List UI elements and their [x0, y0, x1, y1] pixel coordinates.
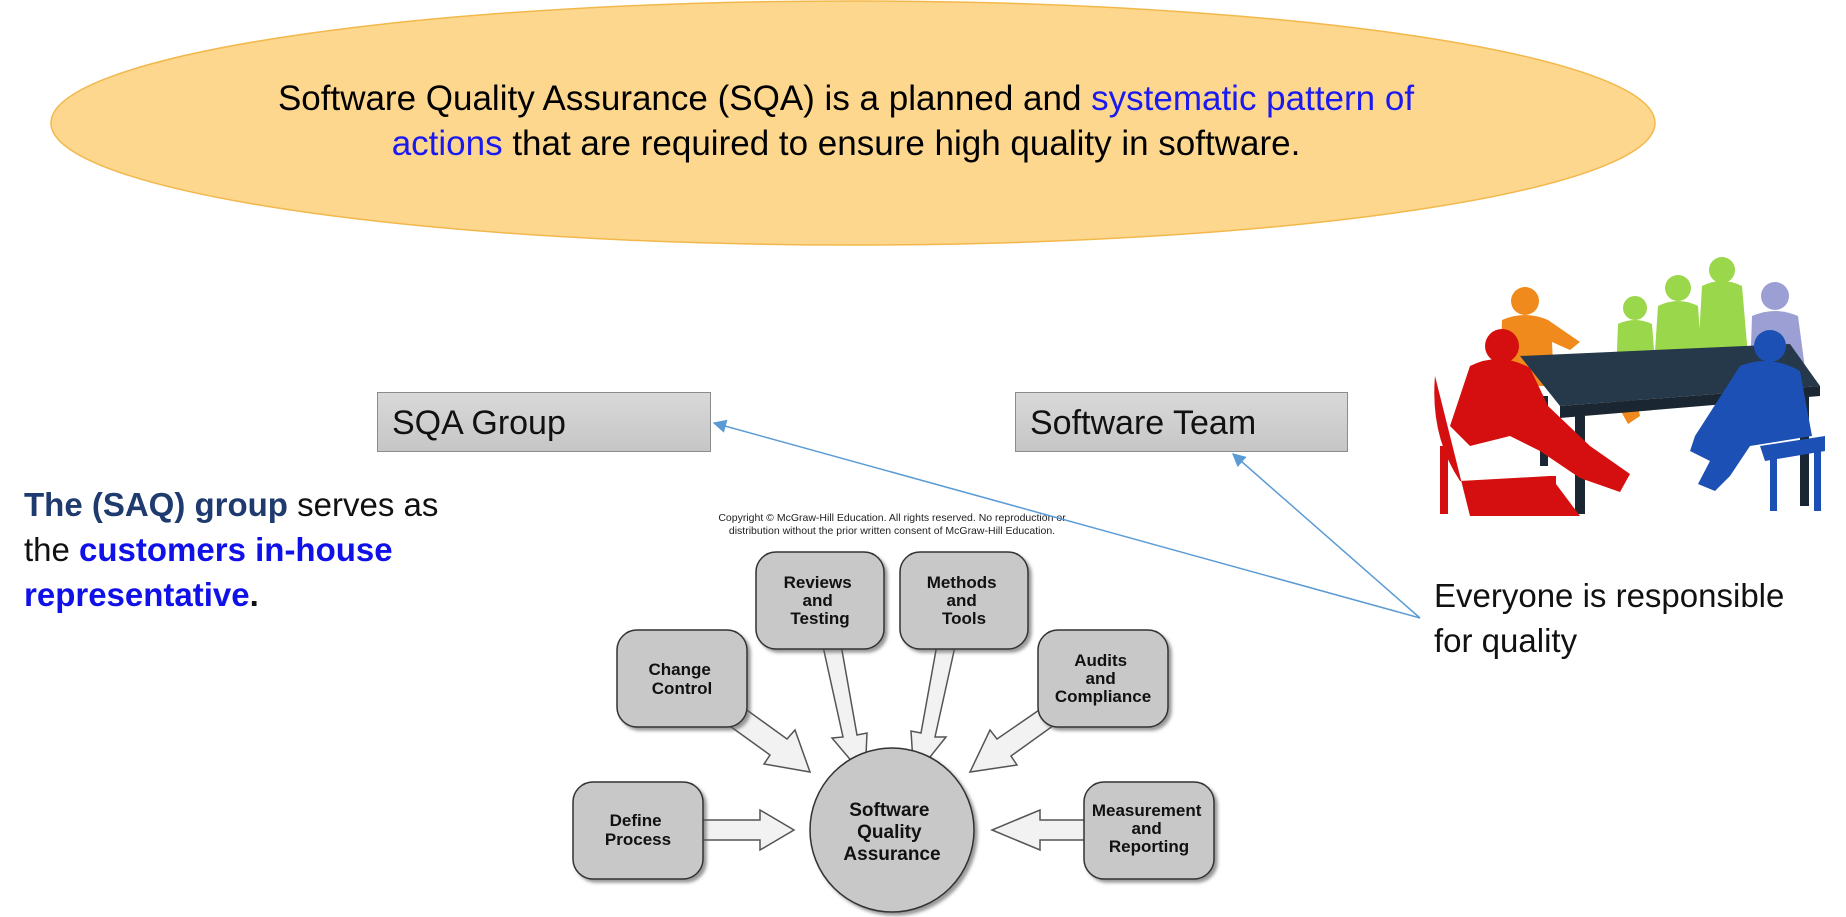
team-meeting-illustration	[1434, 257, 1825, 516]
copyright-notice: Copyright © McGraw-Hill Education. All r…	[700, 512, 1084, 538]
node-audits-compliance	[1037, 629, 1169, 728]
copyright-line-2: distribution without the prior written c…	[728, 525, 1056, 537]
sqa-activities-diagram: Define Process Change Control Reviews an…	[572, 551, 1215, 913]
label-change-control: Change Control	[648, 660, 715, 698]
definition-highlight: systematic pattern of actions	[391, 79, 1415, 163]
label-center-sqa: Software Quality Assurance	[843, 800, 940, 865]
arrow-to-software-team	[1231, 453, 1421, 619]
arrow-audits-compliance	[968, 704, 1059, 773]
node-measurement-reporting	[1083, 781, 1215, 880]
node-reviews-testing	[755, 551, 885, 650]
label-methods-tools: Methods and Tools	[927, 573, 1002, 628]
arrow-measurement-reporting	[990, 808, 1086, 852]
label-audits-compliance: Audits and Compliance	[1055, 651, 1151, 706]
label-measurement-reporting: Measurement and Reporting	[1092, 801, 1206, 856]
sqa-group-box: SQA Group	[377, 392, 711, 452]
node-methods-tools	[899, 551, 1029, 650]
node-define-process	[572, 781, 704, 880]
saq-note-lead: The (SAQ) group	[24, 486, 288, 523]
node-change-control	[616, 629, 748, 728]
software-team-box: Software Team	[1015, 392, 1348, 452]
definition-text-part1: Software Quality Assurance (SQA) is a pl…	[277, 79, 1092, 118]
everyone-responsible-note: Everyone is responsible for quality	[1434, 577, 1785, 659]
label-reviews-testing: Reviews and Testing	[784, 573, 857, 628]
node-center-sqa	[809, 747, 975, 913]
arrow-change-control	[725, 703, 812, 773]
saq-note-middle: serves as the	[24, 486, 439, 568]
copyright-line-1: Copyright © McGraw-Hill Education. All r…	[718, 512, 1066, 524]
arrow-define-process	[699, 808, 796, 852]
sqa-definition: Software Quality Assurance (SQA) is a pl…	[260, 76, 1432, 166]
definition-text-part2: that are required to ensure high quality…	[502, 124, 1301, 163]
saq-note-end: .	[249, 576, 259, 613]
blue-person-icon	[1690, 330, 1825, 511]
red-person-icon	[1434, 329, 1630, 516]
label-define-process: Define Process	[605, 811, 671, 849]
definition-ellipse	[50, 0, 1656, 246]
saq-group-note: The (SAQ) group serves as the customers …	[24, 482, 464, 617]
saq-note-highlight: customers in-house representative	[24, 531, 393, 613]
